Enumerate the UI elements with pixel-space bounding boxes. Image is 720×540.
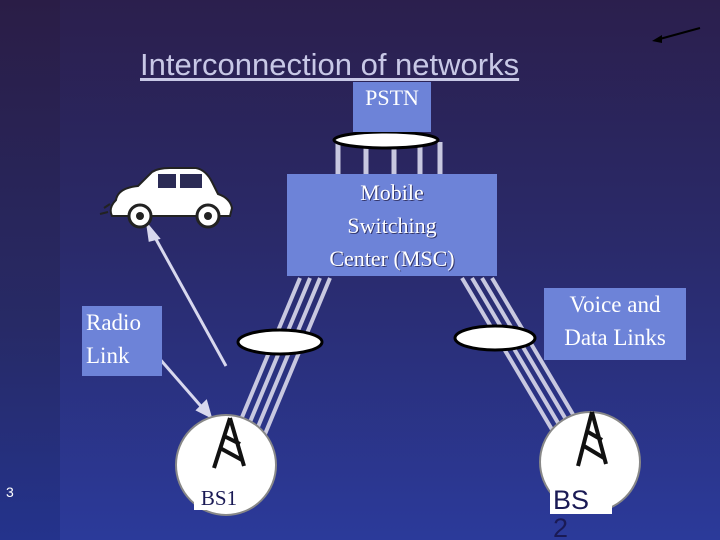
bs2-label-line1: BS — [553, 486, 590, 515]
pstn-trunk-ellipse — [332, 130, 440, 150]
msc-label-line1: Mobile — [360, 179, 424, 205]
voice-data-links-label: Voice and Data Links — [544, 288, 686, 360]
msc-box: Mobile Switching Center (MSC) — [287, 174, 497, 276]
voice-label-line1: Voice and — [569, 292, 661, 317]
voice-label-line2: Data Links — [564, 325, 666, 350]
radio-label-line2: Link — [86, 343, 130, 368]
slide-title: Interconnection of networks — [140, 47, 520, 82]
bs1-label: BS1 — [194, 486, 244, 510]
bs2-label-line2: 2 — [553, 513, 569, 540]
antenna-tower-icon — [212, 417, 246, 469]
antenna-tower-icon — [576, 411, 608, 467]
bs2-link-ellipse — [453, 324, 537, 352]
radio-link-label: Radio Link — [82, 306, 162, 376]
bs1-link-ellipse — [236, 328, 324, 356]
pstn-msc-links — [335, 142, 443, 176]
car-icon — [99, 167, 234, 229]
msc-label-line3: Center (MSC) — [329, 245, 455, 271]
msc-label-line2: Switching — [347, 212, 437, 238]
radio-label-line1: Radio — [86, 310, 141, 335]
page-number: 3 — [6, 484, 14, 500]
pstn-box: PSTN — [353, 82, 431, 132]
bs2-label: BS 2 — [550, 486, 612, 540]
left-sidebar-band — [0, 0, 60, 540]
arrow-icon — [652, 27, 701, 43]
